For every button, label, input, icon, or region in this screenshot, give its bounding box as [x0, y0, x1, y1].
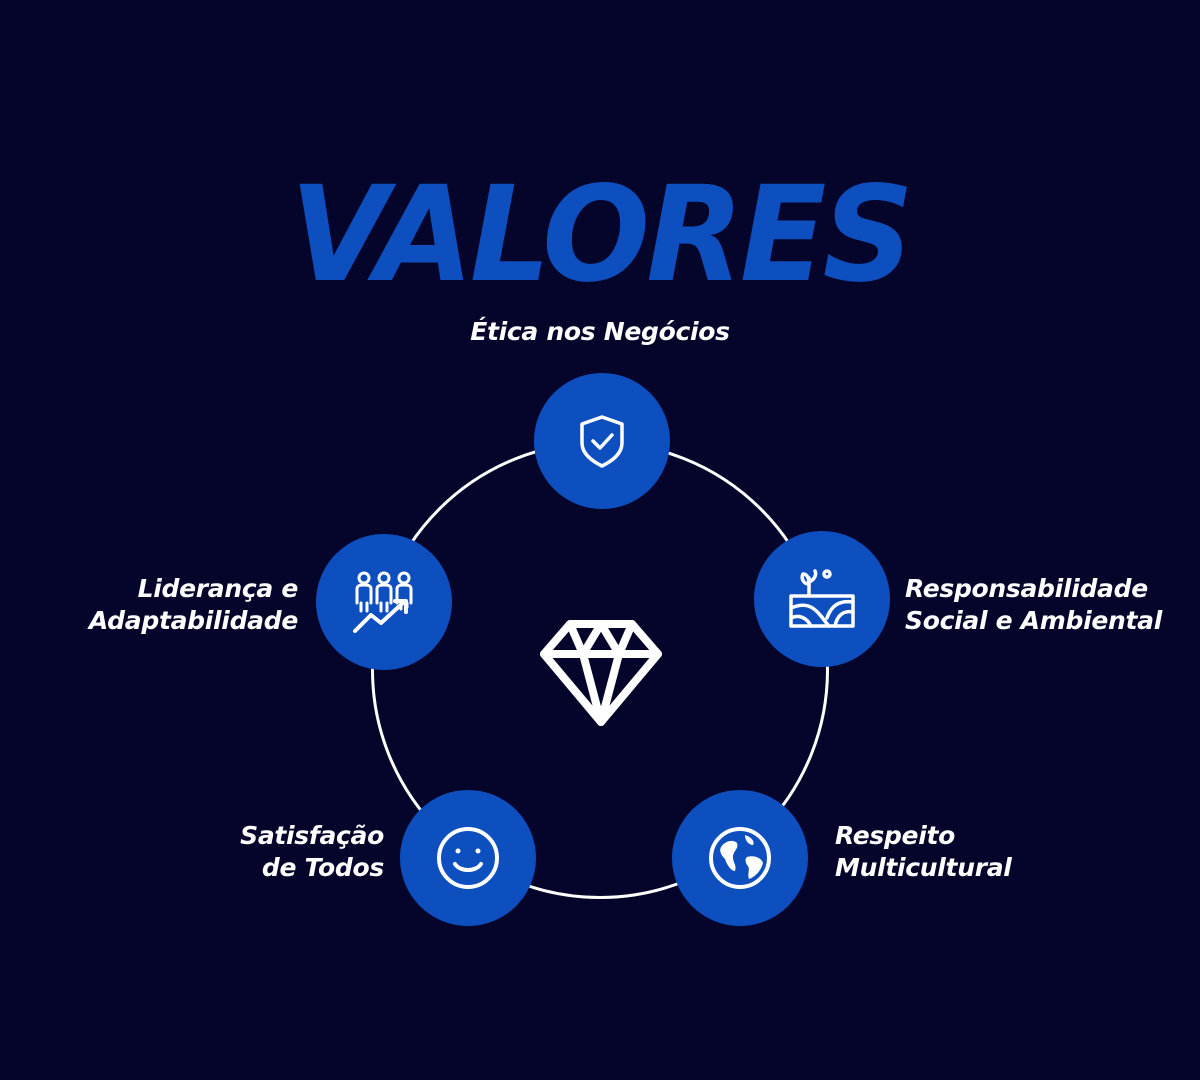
value-label-satisfacao-line1: Satisfação — [240, 821, 384, 850]
value-label-responsabilidade-line1: Responsabilidade — [905, 574, 1148, 603]
value-node-lideranca — [316, 534, 452, 670]
team-growth-icon — [353, 571, 413, 633]
value-label-lideranca-line1: Liderança e — [137, 574, 299, 603]
value-label-respeito-line1: Respeito — [835, 821, 955, 850]
value-node-responsabilidade — [754, 531, 890, 667]
diamond-icon — [540, 620, 662, 726]
smiley-icon — [437, 827, 499, 889]
value-label-lideranca: Liderança e Adaptabilidade — [30, 573, 298, 637]
shield-check-icon — [580, 415, 624, 468]
value-node-respeito — [672, 790, 808, 926]
value-node-satisfacao — [400, 790, 536, 926]
page-title: VALORES — [289, 158, 914, 312]
value-label-respeito-line2: Multicultural — [835, 853, 1012, 882]
value-label-respeito: Respeito Multicultural — [835, 820, 1012, 884]
value-label-satisfacao-line2: de Todos — [261, 853, 384, 882]
value-label-etica-line1: Ética nos Negócios — [470, 317, 730, 346]
value-label-lideranca-line2: Adaptabilidade — [88, 606, 298, 635]
landscape-plant-icon — [789, 569, 855, 628]
center-emblem — [538, 616, 664, 734]
value-label-etica: Ética nos Negócios — [0, 316, 1200, 348]
value-label-satisfacao: Satisfação de Todos — [100, 820, 384, 884]
value-node-etica — [534, 373, 670, 509]
value-label-responsabilidade-line2: Social e Ambiental — [905, 606, 1162, 635]
globe-icon — [709, 827, 771, 889]
value-label-responsabilidade: Responsabilidade Social e Ambiental — [905, 573, 1162, 637]
